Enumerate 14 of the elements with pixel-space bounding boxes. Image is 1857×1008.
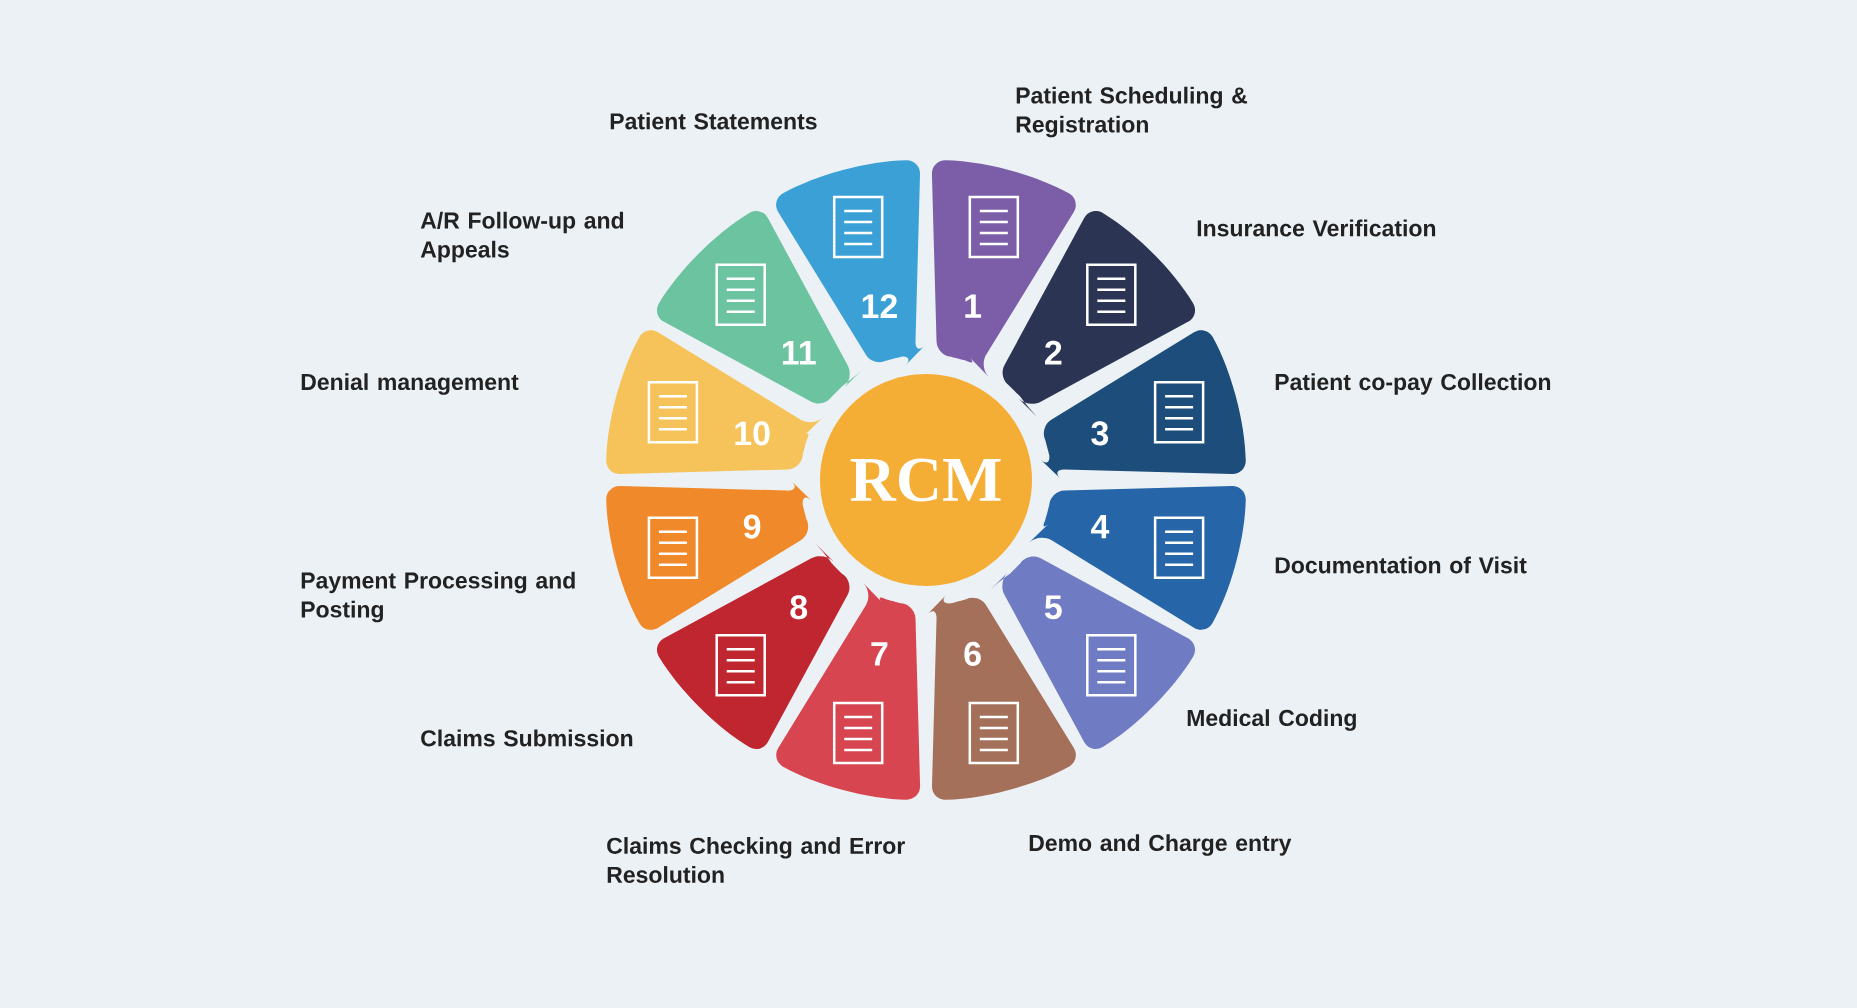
step-label: Insurance Verification xyxy=(1197,219,1436,237)
step-label: Patient Statements xyxy=(610,112,817,130)
step-label: Denial management xyxy=(301,373,519,395)
petal-segment: 2 xyxy=(1002,210,1196,419)
step-label: Demo and Charge entry xyxy=(1029,834,1292,856)
step-label: Documentation of Visit xyxy=(1275,556,1527,574)
step-label: A/R Follow-up and Appeals xyxy=(420,211,624,263)
step-label: Claims Submission xyxy=(421,729,633,747)
step-label: Patient Scheduling & Registration xyxy=(1016,86,1248,138)
step-label: Medical Coding xyxy=(1187,709,1356,731)
step-label: Claims Checking and Error Resolution xyxy=(607,837,905,883)
step-label: Payment Processing and Posting xyxy=(301,571,575,623)
petal-segment: 8 xyxy=(656,541,850,749)
step-label: Patient co-pay Collection xyxy=(1275,373,1551,395)
